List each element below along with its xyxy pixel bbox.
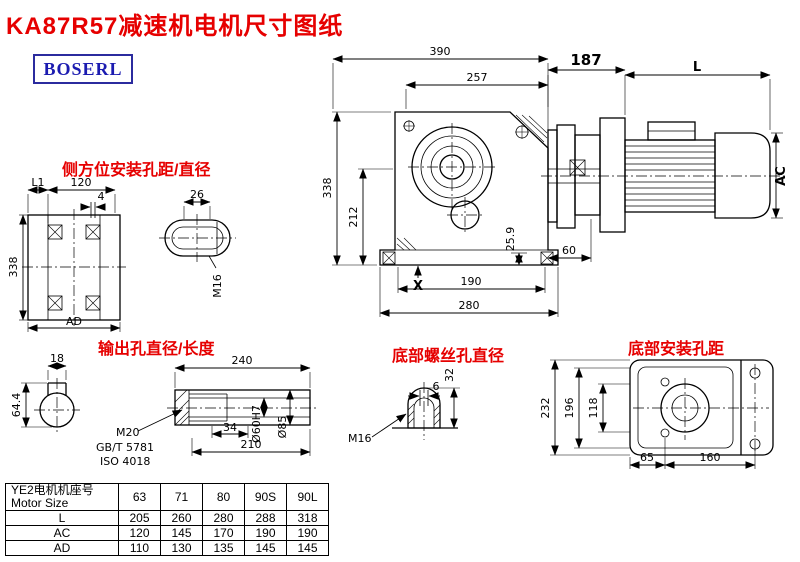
table-cell: 205 (118, 510, 161, 526)
dim-64-4: 64.4 (10, 393, 23, 418)
bottom-mount-view: 232 196 118 65 160 (539, 359, 774, 469)
row-label: AD (5, 540, 119, 556)
dim-d60: Ø60H7 (250, 405, 263, 443)
table-header-row: YE2电机机座号 Motor Size 63 71 80 90S 90L (5, 483, 329, 511)
table-cell: 170 (202, 525, 245, 541)
dim-232: 232 (539, 398, 552, 419)
table-cell: 135 (202, 540, 245, 556)
table-cell: 110 (118, 540, 161, 556)
dim-34: 34 (223, 421, 237, 434)
dim-l1: L1 (31, 176, 44, 189)
table-cell: 190 (244, 525, 287, 541)
gearbox-front-view (379, 111, 559, 266)
row-label: L (5, 510, 119, 526)
dim-m16-side: M16 (211, 274, 224, 298)
bottom-screw-view: 6 32 M16 (348, 368, 460, 445)
table-cell: 145 (160, 525, 203, 541)
dim-118: 118 (587, 398, 600, 419)
dim-190: 190 (461, 275, 482, 288)
dim-280: 280 (459, 299, 480, 312)
table-cell: 280 (202, 510, 245, 526)
dim-4: 4 (98, 190, 105, 203)
page-title: KA87R57减速机电机尺寸图纸 (6, 13, 344, 40)
side-bracket (22, 209, 126, 326)
fan-cover (714, 132, 771, 219)
std-iso: ISO 4018 (100, 455, 150, 468)
dim-m20: M20 (116, 426, 140, 439)
motor-size-table: YE2电机机座号 Motor Size 63 71 80 90S 90L L 2… (5, 483, 329, 556)
table-cell: 145 (286, 540, 329, 556)
mark-x: X (413, 279, 423, 294)
bottom-mount-label: 底部安装孔距 (628, 341, 725, 358)
dim-d85: Ø85 (276, 416, 289, 439)
dim-18: 18 (50, 352, 64, 365)
dim-6: 6 (433, 380, 440, 393)
dim-187: 187 (570, 51, 601, 69)
col-header: 90L (286, 483, 329, 511)
col-header: 71 (160, 483, 203, 511)
slot-detail (159, 214, 236, 262)
dim-212: 212 (347, 207, 360, 228)
dim-210: 210 (241, 438, 262, 451)
table-cell: 288 (244, 510, 287, 526)
table-row: L 205 260 280 288 318 (5, 510, 329, 526)
table-row: AC 120 145 170 190 190 (5, 525, 329, 541)
screw-hole-section (392, 382, 458, 440)
dim-26: 26 (190, 188, 204, 201)
screw-dimensions: 6 32 M16 (348, 368, 460, 445)
output-hole-label: 输出孔直径/长度 (98, 341, 215, 358)
std-gb: GB/T 5781 (96, 441, 154, 454)
main-assembly-view: 390 257 338 212 25.9 190 280 X (321, 45, 789, 317)
brand-logo: BOSERL (33, 54, 133, 84)
dim-65: 65 (640, 451, 654, 464)
table-header-en: Motor Size (11, 496, 69, 510)
row-label: AC (5, 525, 119, 541)
dim-32: 32 (443, 368, 456, 382)
col-header: 80 (202, 483, 245, 511)
dim-160: 160 (700, 451, 721, 464)
motor-side-view (541, 117, 787, 233)
side-mount-view: L1 120 4 338 AD 26 M16 (7, 176, 236, 332)
dim-338: 338 (321, 178, 334, 199)
dim-25-9: 25.9 (504, 227, 517, 252)
mount-dimensions: 232 196 118 65 160 (539, 359, 756, 469)
hollow-shaft-section (167, 389, 318, 426)
dim-257: 257 (467, 71, 488, 84)
bottom-view-outline (629, 359, 774, 456)
output-dimensions: 18 64.4 240 34 210 M20 GB/T 5781 ISO 401… (10, 352, 311, 468)
table-cell: 260 (160, 510, 203, 526)
main-dimensions: 390 257 338 212 25.9 190 280 X (321, 45, 789, 317)
table-cell: 318 (286, 510, 329, 526)
dim-ad: AD (66, 315, 82, 328)
dim-120: 120 (71, 176, 92, 189)
dim-196: 196 (563, 398, 576, 419)
bottom-screw-label: 底部螺丝孔直径 (392, 348, 505, 365)
side-dimensions: L1 120 4 338 AD 26 M16 (7, 176, 224, 332)
col-header: 63 (118, 483, 161, 511)
dim-338-side: 338 (7, 257, 20, 278)
shaft-end-view (34, 378, 80, 434)
dim-m16-screw: M16 (348, 432, 372, 445)
output-shaft-view: 18 64.4 240 34 210 M20 GB/T 5781 ISO 401… (10, 352, 318, 468)
table-row: AD 110 130 135 145 145 (5, 540, 329, 556)
dim-390: 390 (430, 45, 451, 58)
table-header-cell: YE2电机机座号 Motor Size (5, 483, 119, 511)
table-cell: 190 (286, 525, 329, 541)
table-cell: 130 (160, 540, 203, 556)
col-header: 90S (244, 483, 287, 511)
side-mount-label: 侧方位安装孔距/直径 (62, 162, 211, 179)
dim-ac: AC (774, 166, 789, 186)
table-cell: 120 (118, 525, 161, 541)
dim-l: L (693, 60, 701, 75)
dim-240: 240 (232, 354, 253, 367)
table-header-cn: YE2电机机座号 (11, 483, 94, 497)
table-cell: 145 (244, 540, 287, 556)
dim-60: 60 (562, 244, 576, 257)
